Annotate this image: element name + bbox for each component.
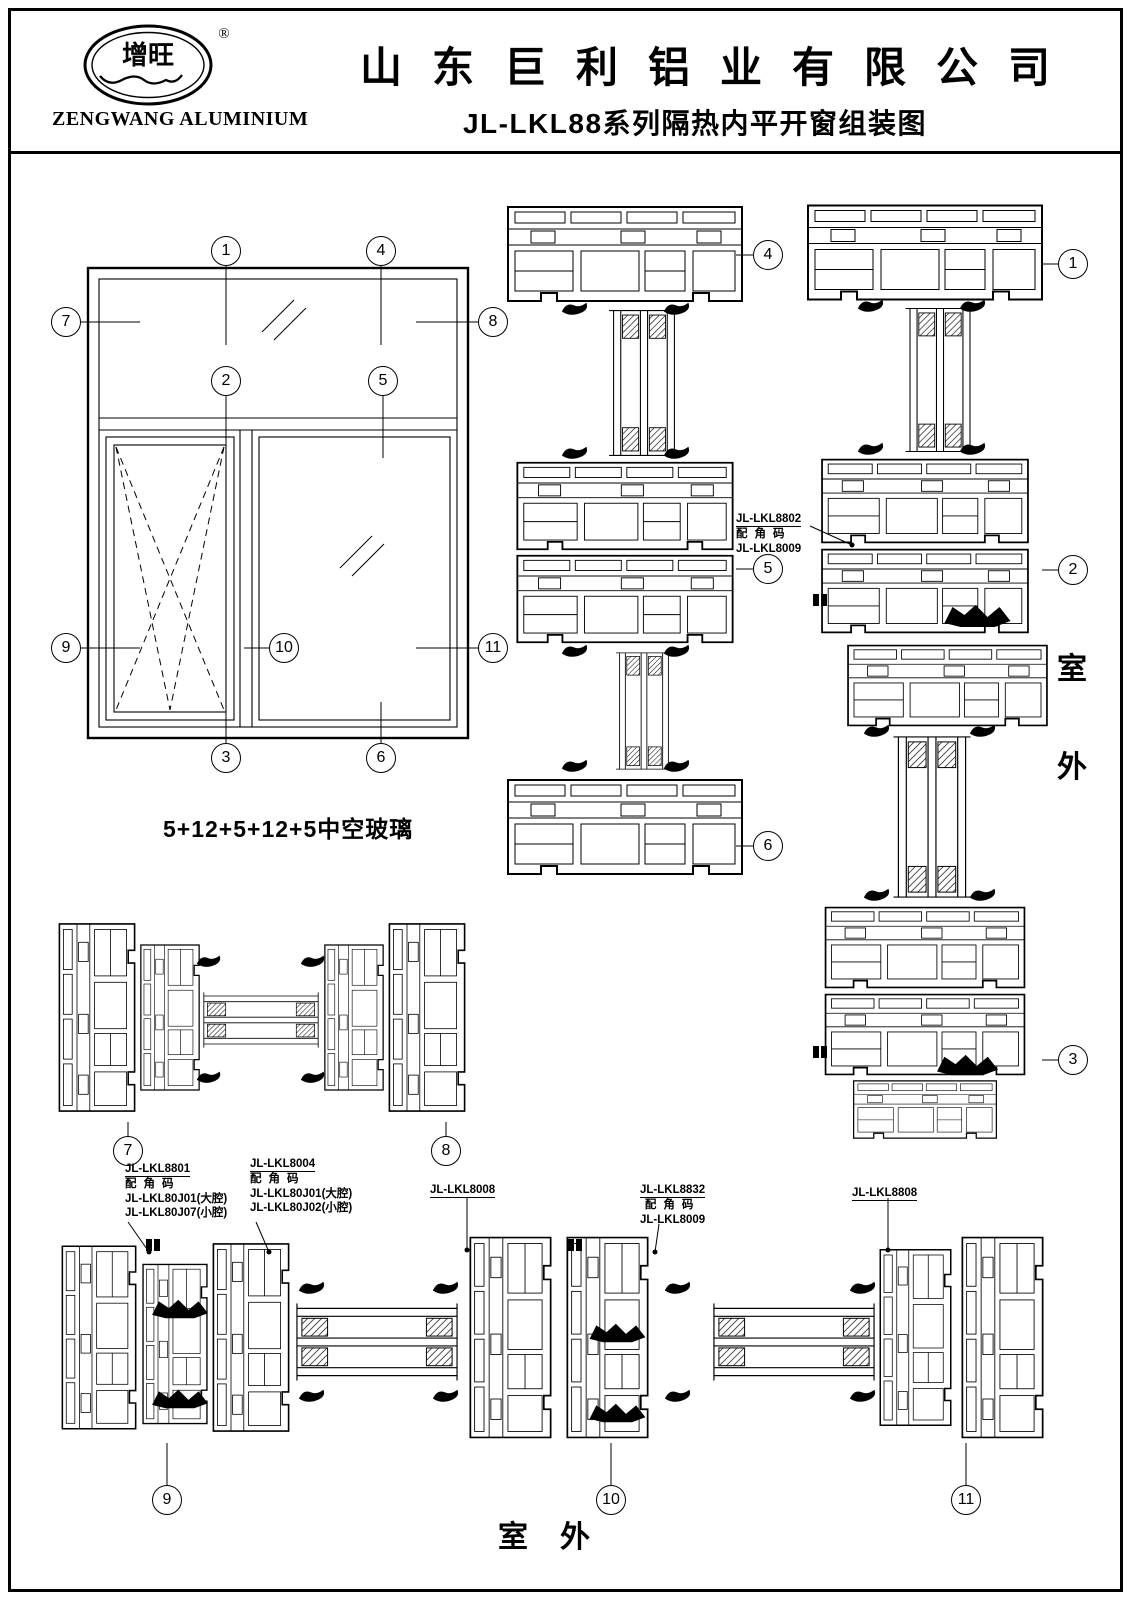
glass-spec-note: 5+12+5+12+5中空玻璃: [163, 816, 414, 842]
callout-section-11: 11: [951, 1485, 981, 1515]
callout-section-4: 4: [753, 240, 783, 270]
part-label-8801: JL-LKL8801 配角码 JL-LKL80J01(大腔) JL-LKL80J…: [125, 1163, 228, 1220]
sill-section: [852, 1079, 998, 1140]
callout-section-10: 10: [596, 1485, 626, 1515]
left-jamb: [61, 1245, 137, 1430]
outdoor-label-right-2: 外: [1057, 751, 1087, 784]
part-label-8808: JL-LKL8808: [852, 1186, 918, 1202]
glass-marks: [261, 299, 385, 577]
outdoor-label-bottom: 室外: [498, 1521, 622, 1554]
logo-wave: [99, 74, 183, 85]
elevation-outer-frame: [86, 266, 470, 740]
zengwang-logo: 增旺 ®: [83, 24, 230, 106]
vertical-section-right: [806, 204, 1048, 1140]
logo-brand-cn: 增旺: [122, 40, 174, 70]
right-sash: [324, 944, 384, 1091]
callout-7: 7: [51, 307, 81, 337]
left-jamb: [58, 922, 136, 1113]
casement-opening-lines: [115, 446, 225, 711]
callout-section-8: 8: [431, 1136, 461, 1166]
callout-section-6: 6: [753, 831, 783, 861]
callout-6: 6: [366, 743, 396, 773]
right-frame: [879, 1248, 952, 1427]
part-label-8802: JL-LKL8802 配角码 JL-LKL8009: [736, 513, 802, 555]
glass-unit: [203, 991, 319, 1049]
head-section: [806, 204, 1044, 301]
elevation-frame-lines: [98, 278, 458, 728]
logo-brand-en: ZENGWANG ALUMINIUM: [52, 108, 309, 130]
vertical-section-mid: [506, 205, 744, 876]
left-sash: [140, 944, 200, 1091]
callout-2: 2: [211, 366, 241, 396]
callout-section-7: 7: [113, 1136, 143, 1166]
horizontal-section-bottom: [61, 1236, 1044, 1439]
company-title: 山东巨利铝业有限公司: [360, 44, 1081, 91]
drawing-title: JL-LKL88系列隔热内平开窗组装图: [462, 108, 928, 139]
callout-10: 10: [269, 633, 299, 663]
callout-1: 1: [211, 236, 241, 266]
glass-unit-lower: [615, 652, 673, 770]
callout-5: 5: [368, 366, 398, 396]
horizontal-section-jambs: [58, 922, 466, 1113]
callout-4: 4: [366, 236, 396, 266]
transom-section: [821, 458, 1029, 634]
callout-11: 11: [478, 633, 508, 663]
frame-section: [824, 906, 1026, 1076]
right-jamb: [388, 922, 466, 1113]
window-elevation: [86, 266, 470, 740]
callout-section-1: 1: [1058, 249, 1088, 279]
sill-section: [506, 778, 744, 876]
transom-section: [516, 461, 734, 644]
glass-unit-left: [296, 1302, 458, 1382]
callout-section-2: 2: [1058, 555, 1088, 585]
part-label-8004: JL-LKL8004 配角码 JL-LKL80J01(大腔) JL-LKL80J…: [250, 1158, 353, 1215]
header-divider: [8, 151, 1123, 154]
part-label-8008: JL-LKL8008: [430, 1183, 496, 1199]
callout-section-9: 9: [152, 1485, 182, 1515]
callout-section-3: 3: [1058, 1045, 1088, 1075]
right-jamb: [961, 1236, 1044, 1439]
part-label-8832: JL-LKL8832 配角码 JL-LKL8009: [640, 1184, 706, 1226]
sash-section: [847, 644, 1048, 727]
glass-unit-upper: [608, 309, 680, 457]
callout-9: 9: [51, 633, 81, 663]
head-section: [506, 205, 744, 303]
outdoor-label-right-1: 室: [1057, 653, 1087, 686]
callout-3: 3: [211, 743, 241, 773]
glass-unit-upper: [904, 307, 976, 453]
glass-unit-lower: [892, 736, 972, 898]
registered-mark: ®: [218, 26, 229, 42]
callout-8: 8: [478, 307, 508, 337]
fixed-frame: [212, 1243, 290, 1432]
glass-unit-right: [713, 1302, 875, 1382]
callout-section-5: 5: [753, 554, 783, 584]
